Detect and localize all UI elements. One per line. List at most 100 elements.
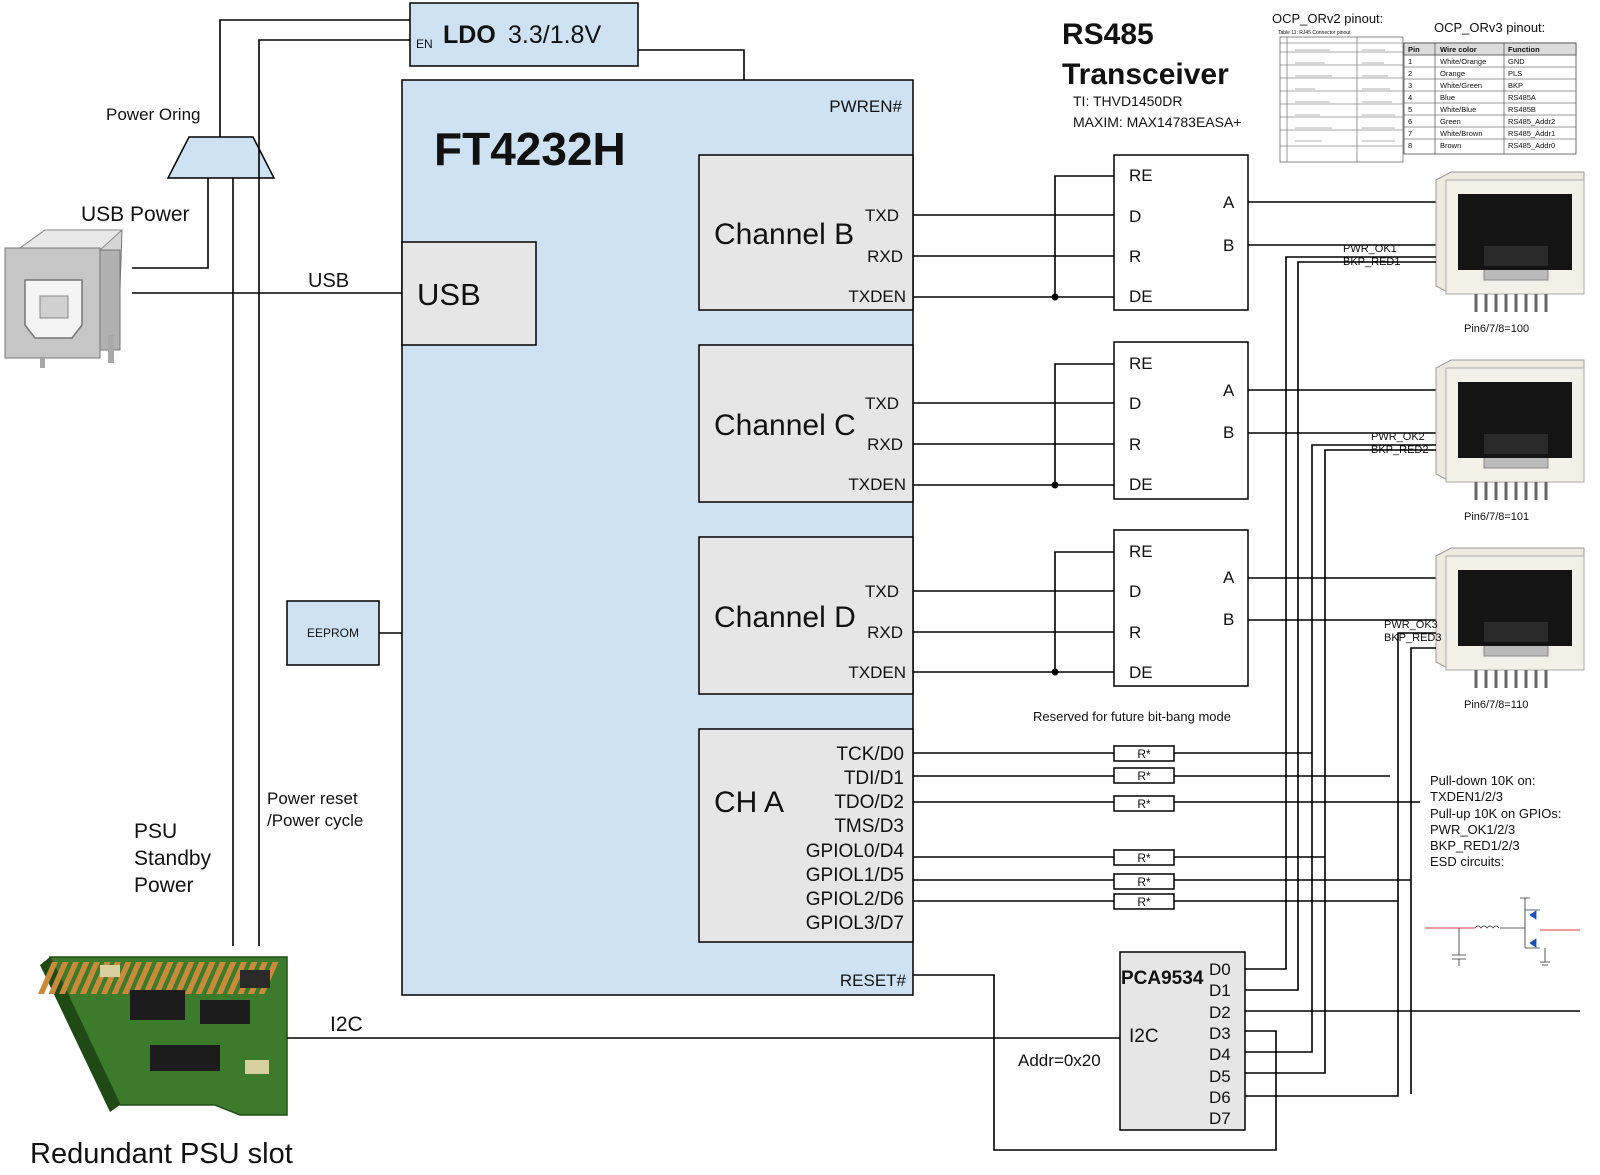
channel-c-name: Channel C — [714, 409, 856, 442]
svg-text:1: 1 — [1408, 57, 1412, 66]
t2-re: RE — [1129, 354, 1153, 373]
t2-d: D — [1129, 394, 1141, 413]
rj45-jack-3 — [1435, 547, 1585, 688]
t1-re: RE — [1129, 166, 1153, 185]
rj45-1-pwr: PWR_OK1 — [1343, 243, 1397, 255]
usb-block-label: USB — [417, 277, 481, 312]
gold-finger — [59, 962, 79, 994]
resistor-1: R* — [1113, 767, 1175, 784]
pull-note-1: TXDEN1/2/3 — [1430, 789, 1503, 804]
transceiver-2: RE D R DE A B — [1113, 341, 1249, 500]
t2-b: B — [1223, 423, 1234, 442]
pca-d1: D1 — [1209, 981, 1231, 1000]
transceiver-title-1: RS485 — [1062, 18, 1154, 51]
channel-a-name: CH A — [714, 786, 784, 819]
svg-text:White/Green: White/Green — [1440, 81, 1482, 90]
pca-name: PCA9534 — [1121, 968, 1204, 989]
pull-note-5: ESD circuits: — [1430, 854, 1504, 869]
svg-text:RS485_Addr1: RS485_Addr1 — [1508, 129, 1555, 138]
rj45-2-pwr: PWR_OK2 — [1371, 431, 1425, 443]
pca9534-block: PCA9534 I2C D0 D1 D2 D3 D4 D5 D6 D7 — [1119, 951, 1246, 1131]
ocp-v2-table: Table 11: RJ45 Connector pinout — [1278, 30, 1404, 163]
svg-text:3: 3 — [1408, 81, 1412, 90]
resistor-4: R* — [1113, 849, 1175, 866]
power-reset-line-2: /Power cycle — [267, 811, 363, 830]
cha-pin-5: GPIOL1/D5 — [806, 865, 904, 886]
redundant-psu-label: Redundant PSU slot — [30, 1138, 293, 1170]
ocp-v2-caption: Table 11: RJ45 Connector pinout — [1278, 30, 1351, 36]
svg-text:Function: Function — [1508, 45, 1540, 54]
resistor-6: R* — [1113, 893, 1175, 910]
usb-b-connector-icon — [4, 229, 124, 368]
svg-text:6: 6 — [1408, 117, 1412, 126]
svg-text:R*: R* — [1137, 895, 1151, 909]
cha-pin-0: TCK/D0 — [836, 744, 904, 765]
gold-finger — [80, 962, 100, 994]
pull-note-2: Pull-up 10K on GPIOs: — [1430, 806, 1562, 821]
svg-text:2: 2 — [1408, 69, 1412, 78]
t1-r: R — [1129, 247, 1141, 266]
svg-text:R*: R* — [1137, 797, 1151, 811]
t3-de: DE — [1129, 663, 1153, 682]
resistor-5: R* — [1113, 873, 1175, 890]
power-oring-symbol — [166, 136, 276, 179]
usb-power-label: USB Power — [81, 203, 190, 226]
cha-pin-3: TMS/D3 — [834, 816, 904, 837]
svg-text:Blue: Blue — [1440, 93, 1455, 102]
transceiver-ti: TI: THVD1450DR — [1073, 93, 1182, 109]
gold-finger — [122, 962, 142, 994]
transceiver-title-2: Transceiver — [1062, 58, 1229, 91]
reserved-label: Reserved for future bit-bang mode — [1033, 709, 1231, 724]
channel-c-rxd: RXD — [867, 435, 903, 454]
t1-de: DE — [1129, 287, 1153, 306]
svg-text:7: 7 — [1408, 129, 1412, 138]
t3-b: B — [1223, 610, 1234, 629]
rj45-2-pins: Pin6/7/8=101 — [1464, 511, 1529, 523]
svg-text:RS485A: RS485A — [1508, 93, 1536, 102]
channel-a-block: CH A TCK/D0 TDI/D1 TDO/D2 TMS/D3 GPIOL0/… — [698, 728, 914, 943]
gold-finger — [132, 962, 153, 994]
svg-text:Pin: Pin — [1408, 45, 1420, 54]
t3-re: RE — [1129, 542, 1153, 561]
svg-text:PLS: PLS — [1508, 69, 1522, 78]
channel-d-rxd: RXD — [867, 623, 903, 642]
channel-d-name: Channel D — [714, 601, 856, 634]
svg-text:White/Brown: White/Brown — [1440, 129, 1483, 138]
transceiver-maxim: MAXIM: MAX14783EASA+ — [1073, 114, 1241, 130]
cha-pin-1: TDI/D1 — [844, 768, 904, 789]
svg-text:Green: Green — [1440, 117, 1461, 126]
resistor-0: R* — [1113, 745, 1175, 762]
t1-d: D — [1129, 207, 1141, 226]
channel-d-txd: TXD — [865, 582, 899, 601]
channel-d-txden: TXDEN — [848, 663, 906, 682]
channel-b-block: Channel B TXD RXD TXDEN — [698, 154, 914, 311]
channel-b-txden: TXDEN — [848, 287, 906, 306]
t2-de: DE — [1129, 475, 1153, 494]
channel-b-txd: TXD — [865, 206, 899, 225]
channel-b-name: Channel B — [714, 218, 854, 251]
eeprom-label: EEPROM — [307, 626, 359, 640]
svg-text:5: 5 — [1408, 105, 1412, 114]
rj45-3-pins: Pin6/7/8=110 — [1464, 699, 1528, 711]
gold-finger — [185, 962, 205, 994]
pull-note-3: PWR_OK1/2/3 — [1430, 822, 1515, 837]
rj45-3-pwr: PWR_OK3 — [1384, 619, 1438, 631]
gold-finger — [174, 962, 195, 994]
pca-d7: D7 — [1209, 1109, 1231, 1128]
svg-text:8: 8 — [1408, 141, 1412, 150]
t1-a: A — [1223, 193, 1235, 212]
usb-block: USB — [401, 241, 537, 346]
gold-finger — [164, 962, 184, 994]
psu-standby-line-2: Standby — [134, 847, 212, 870]
ldo-voltage: 3.3/1.8V — [508, 21, 601, 49]
pca-i2c: I2C — [1129, 1026, 1159, 1047]
psu-standby-line-3: Power — [134, 874, 194, 897]
pca-d2: D2 — [1209, 1003, 1231, 1022]
gold-finger — [111, 962, 132, 994]
psu-slot-pcb-icon — [38, 956, 288, 1116]
ldo-name: LDO — [443, 21, 496, 49]
cha-pin-4: GPIOL0/D4 — [806, 841, 905, 862]
gold-finger — [69, 962, 90, 994]
